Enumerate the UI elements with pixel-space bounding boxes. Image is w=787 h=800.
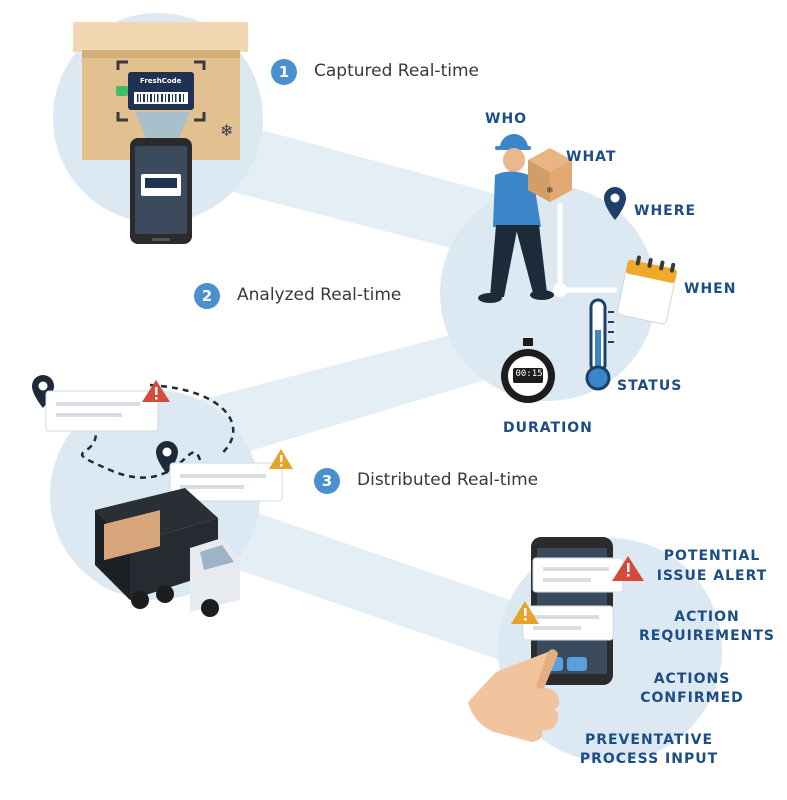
green-indicator-icon bbox=[116, 86, 128, 96]
step-number-1: 1 bbox=[271, 59, 297, 85]
tag-action-req-line-2: REQUIREMENTS bbox=[638, 628, 775, 644]
calendar-icon bbox=[616, 255, 678, 325]
step-label-captured: Captured Real-time bbox=[314, 61, 479, 81]
notification-card-1 bbox=[45, 390, 159, 432]
stopwatch-icon bbox=[501, 338, 555, 403]
smartphone-scanner bbox=[130, 138, 192, 244]
scan-frame-icon bbox=[116, 60, 206, 122]
barcode-lines bbox=[137, 94, 184, 102]
package-icon bbox=[528, 148, 572, 202]
connector-band-2 bbox=[200, 330, 485, 460]
location-pin-icon bbox=[604, 187, 626, 220]
tag-preventative-line-2: PROCESS INPUT bbox=[579, 751, 719, 767]
hand-pointer-icon bbox=[468, 649, 560, 742]
tag-when: WHEN bbox=[684, 281, 737, 297]
truck-icon bbox=[95, 488, 240, 617]
message-bubble-1 bbox=[532, 557, 624, 593]
tag-status: STATUS bbox=[617, 378, 683, 394]
tag-who: WHO bbox=[485, 111, 528, 127]
alert-icon-1 bbox=[142, 380, 170, 402]
tag-actions-confirmed-line-2: CONFIRMED bbox=[640, 690, 744, 706]
connector-band-1 bbox=[225, 120, 500, 255]
warning-icon-2 bbox=[511, 601, 539, 624]
connector-band-3 bbox=[210, 500, 510, 660]
tag-actions-confirmed-line-1: ACTIONS bbox=[653, 671, 731, 687]
box-illustration bbox=[73, 22, 248, 160]
route-line-2 bbox=[149, 383, 235, 456]
tag-duration: DURATION bbox=[503, 420, 593, 436]
thermometer-icon bbox=[585, 298, 614, 391]
clock-center bbox=[553, 283, 567, 297]
step-number-2: 2 bbox=[194, 283, 220, 309]
step-label-distributed: Distributed Real-time bbox=[357, 470, 539, 490]
timer-readout: 00:15 bbox=[515, 369, 543, 379]
tag-issue-alert-line-2: ISSUE ALERT bbox=[656, 568, 768, 584]
tag-preventative-line-1: PREVENTATIVE bbox=[584, 732, 714, 748]
warning-icon-1 bbox=[269, 449, 293, 469]
scan-beam bbox=[135, 112, 190, 140]
tag-issue-alert-line-1: POTENTIAL bbox=[663, 548, 761, 564]
clock-hands bbox=[557, 202, 618, 293]
snowflake-icon: ❄ bbox=[220, 121, 233, 140]
tag-action-req-line-1: ACTION bbox=[674, 609, 740, 625]
message-bubble-2 bbox=[522, 605, 614, 641]
tag-what: WHAT bbox=[566, 149, 617, 165]
notification-card-2 bbox=[169, 462, 283, 502]
step-number-3: 3 bbox=[314, 468, 340, 494]
step-label-analyzed: Analyzed Real-time bbox=[237, 285, 402, 305]
freshcode-brand-text: FreshCode bbox=[140, 77, 182, 85]
alert-icon-2 bbox=[612, 556, 644, 581]
package-snowflake-icon: ❄ bbox=[546, 186, 554, 196]
route-line bbox=[78, 394, 202, 479]
tag-where: WHERE bbox=[634, 203, 697, 219]
